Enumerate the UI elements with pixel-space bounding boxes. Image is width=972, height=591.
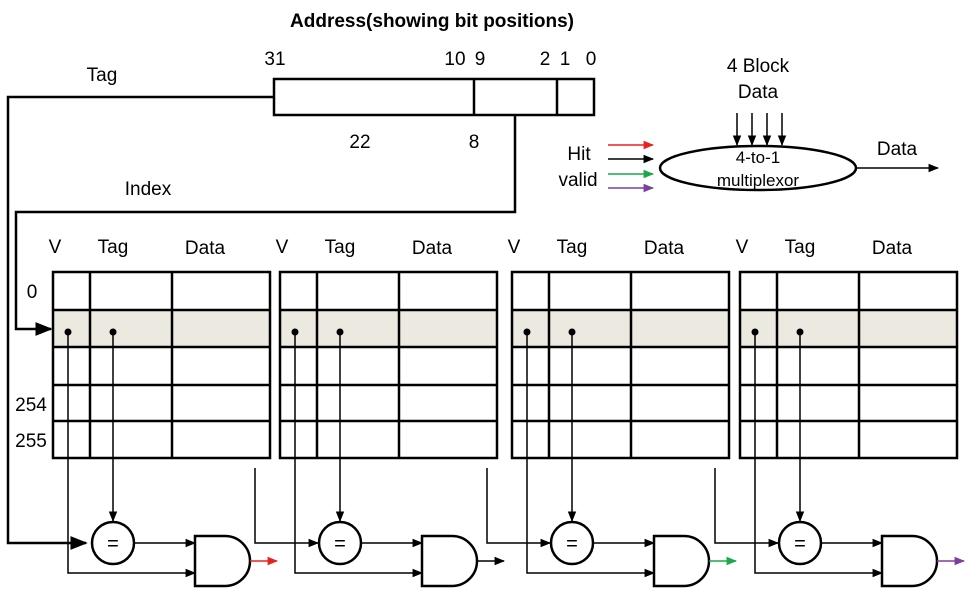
cache-table (738, 270, 959, 460)
and-gate (193, 534, 252, 588)
valid-label: valid (558, 170, 597, 191)
selected-row (512, 310, 729, 347)
cache-table (278, 270, 499, 460)
index-width-label: 8 (469, 132, 480, 153)
block-data-label-line1: 4 Block (727, 56, 790, 77)
tag-wire-label: Tag (87, 65, 118, 86)
block-data-label-line2: Data (738, 82, 779, 103)
comparator-symbol: = (566, 533, 578, 555)
cache-way-2: V Tag Data = (254, 237, 506, 588)
selected-row (53, 310, 270, 347)
output-data-label: Data (877, 139, 918, 160)
bit-31-label: 31 (264, 49, 285, 70)
valid-to-and-wire (67, 332, 197, 578)
diagram-title: Address(showing bit positions) (290, 11, 574, 32)
col-data-header: Data (872, 238, 913, 259)
cache-table (510, 270, 731, 460)
bit-9-label: 9 (475, 49, 486, 70)
cache-ways: V Tag Data = V Tag Data = V Tag Data = V Tag Data = (49, 237, 966, 588)
comparator-symbol: = (107, 533, 119, 555)
row-0-label: 0 (27, 282, 38, 303)
selected-row (740, 310, 957, 347)
row-254-label: 254 (15, 395, 47, 416)
address-register: 31 10 9 2 1 0 22 8 (264, 49, 596, 153)
col-v-header: V (508, 237, 521, 258)
mux-label-line1: 4-to-1 (736, 148, 780, 167)
bit-10-label: 10 (444, 49, 465, 70)
tag-width-label: 22 (349, 132, 370, 153)
col-data-header: Data (412, 238, 453, 259)
hit-label: Hit (567, 144, 591, 165)
valid-to-and-wire (526, 332, 656, 578)
bit-2-label: 2 (540, 49, 551, 70)
and-gate (652, 534, 711, 588)
and-gate (880, 534, 939, 588)
row-255-label: 255 (15, 431, 47, 452)
comparator-symbol: = (794, 533, 806, 555)
and-gate (420, 534, 479, 588)
mux-label-line2: multiplexor (717, 171, 800, 190)
address-tag-input-wire (254, 468, 320, 548)
col-v-header: V (736, 237, 749, 258)
selected-row (280, 310, 497, 347)
tag-wire (6, 95, 274, 550)
address-box (272, 77, 596, 117)
col-tag-header: Tag (557, 237, 588, 258)
col-data-header: Data (644, 238, 685, 259)
index-wire (14, 115, 517, 336)
cache-way-3: V Tag Data = (486, 237, 738, 588)
valid-to-and-wire (754, 332, 884, 578)
col-tag-header: Tag (98, 237, 129, 258)
bit-1-label: 1 (560, 49, 571, 70)
address-tag-input-wire (486, 468, 552, 548)
address-tag-input-wire (714, 468, 780, 548)
col-tag-header: Tag (325, 237, 356, 258)
comparator-symbol: = (334, 533, 346, 555)
index-wire-label: Index (125, 179, 172, 200)
valid-to-and-wire (294, 332, 424, 578)
col-v-header: V (276, 237, 289, 258)
multiplexor: 4 Block Data 4-to-1 multiplexor Data Hit… (558, 56, 940, 193)
col-data-header: Data (185, 238, 226, 259)
cache-way-1: V Tag Data = (49, 237, 279, 588)
bit-0-label: 0 (586, 49, 597, 70)
col-tag-header: Tag (785, 237, 816, 258)
cache-way-4: V Tag Data = (714, 237, 966, 588)
cache-table (51, 270, 272, 460)
col-v-header: V (49, 237, 62, 258)
